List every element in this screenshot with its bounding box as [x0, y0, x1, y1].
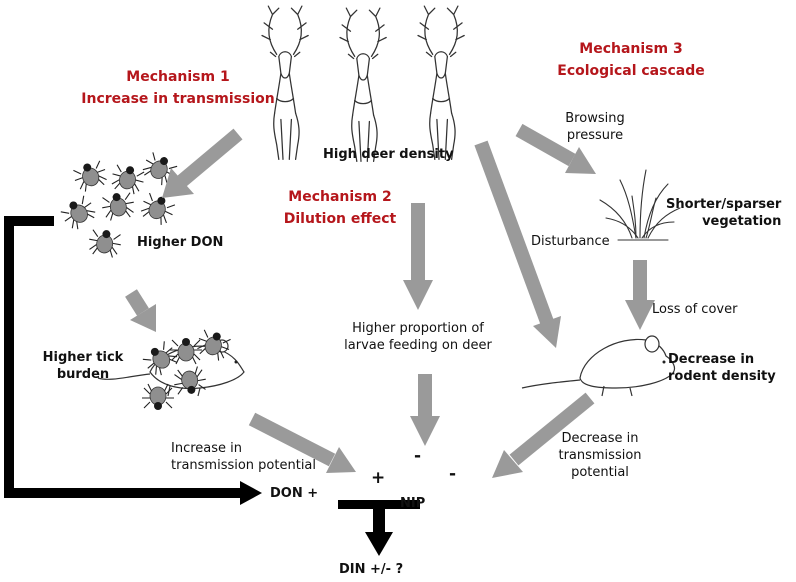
- edge-label-browsing-pressure: Browsing pressure: [556, 110, 634, 144]
- don-feedback-arrow: [4, 216, 262, 505]
- node-vegetation-line2: vegetation: [702, 214, 782, 229]
- arrow-deer-to-rodent-disturbance: [474, 140, 561, 348]
- mechanism-2-title: Mechanism 2: [288, 189, 392, 205]
- mechanism-1-heading: Mechanism 1 Increase in transmission: [60, 66, 296, 110]
- node-nip: NIP: [400, 496, 426, 511]
- node-don-plus: DON +: [270, 486, 319, 501]
- sign-plus: +: [371, 468, 386, 488]
- nip-to-din-arrow: [338, 500, 420, 556]
- sign-minus-right: -: [449, 464, 457, 484]
- node-larvae-feeding: Higher proportion of larvae feeding on d…: [336, 320, 500, 354]
- arrow-rodent-to-nip: [492, 392, 595, 478]
- edge-increase-line1: Increase in: [171, 441, 242, 456]
- arrow-larvae-to-nip: [410, 374, 440, 446]
- arrow-ticks-to-tick-burden: [125, 289, 156, 332]
- node-higher-tick-burden-line2: burden: [56, 367, 110, 382]
- mech2-arrow-deer-to-larvae: [403, 203, 433, 310]
- sign-minus-middle: -: [414, 446, 422, 466]
- mechanism-3-heading: Mechanism 3 Ecological cascade: [546, 38, 716, 82]
- node-rodent-line2: rodent density: [668, 369, 776, 384]
- arrow-tick-burden-to-nip: [248, 412, 356, 473]
- node-din: DIN +/- ?: [339, 562, 404, 577]
- edge-label-loss-of-cover: Loss of cover: [652, 302, 738, 317]
- mechanism-2-subtitle: Dilution effect: [283, 211, 397, 227]
- rodent-with-ticks-illustration: [97, 326, 245, 411]
- node-vegetation-line1: Shorter/sparser: [666, 197, 782, 212]
- node-decrease-rodent-density: Decrease in rodent density: [668, 351, 776, 385]
- edge-browsing-line2: pressure: [566, 128, 624, 143]
- arrow-vegetation-to-rodent: [625, 260, 655, 330]
- node-larvae-line1: Higher proportion of: [352, 321, 484, 336]
- vegetation-illustration: [599, 169, 681, 241]
- edge-decrease-line1: Decrease in: [561, 431, 639, 446]
- edge-decrease-line3: potential: [571, 465, 629, 480]
- mechanism-3-subtitle: Ecological cascade: [557, 63, 705, 79]
- mech3-arrow-deer-to-vegetation: [515, 123, 596, 174]
- mechanism-1-title: Mechanism 1: [126, 69, 230, 85]
- mechanism-2-heading: Mechanism 2 Dilution effect: [280, 186, 400, 230]
- mech1-arrow-deer-to-ticks: [162, 128, 243, 198]
- rodent-illustration: [521, 335, 676, 397]
- node-higher-tick-burden: Higher tick burden: [28, 349, 138, 383]
- node-rodent-line1: Decrease in: [668, 352, 755, 367]
- mechanism-3-title: Mechanism 3: [579, 41, 683, 57]
- node-high-deer-density: High deer density: [323, 147, 454, 162]
- edge-label-disturbance: Disturbance: [531, 234, 610, 249]
- edge-label-decrease-transmission: Decrease in transmission potential: [552, 430, 648, 481]
- edge-browsing-line1: Browsing: [565, 111, 625, 126]
- node-higher-tick-burden-line1: Higher tick: [42, 350, 124, 365]
- mechanism-1-subtitle: Increase in transmission: [81, 91, 275, 107]
- node-larvae-line2: larvae feeding on deer: [344, 338, 492, 353]
- edge-label-increase-transmission: Increase in transmission potential: [171, 440, 316, 474]
- edge-decrease-line2: transmission: [558, 448, 642, 463]
- node-shorter-sparser-vegetation: Shorter/sparser vegetation: [666, 196, 781, 230]
- edge-increase-line2: transmission potential: [171, 458, 317, 473]
- node-higher-don: Higher DON: [137, 235, 224, 250]
